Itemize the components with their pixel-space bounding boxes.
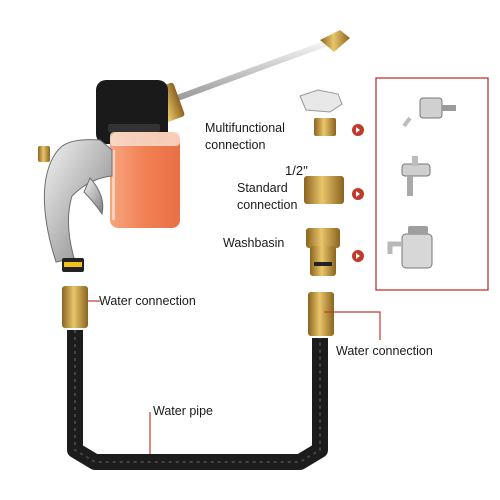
- water-pipe-label: Water pipe: [153, 404, 213, 418]
- water-connection-left-label: Water connection: [99, 294, 196, 308]
- connectors: [299, 89, 344, 276]
- faucet-panel: [375, 77, 489, 291]
- faucet-icon: [402, 97, 456, 128]
- arrow-icon: [352, 250, 364, 262]
- tap-icon: [401, 156, 431, 196]
- pointer-lines: [88, 300, 381, 454]
- multifunctional-connection-label: Multifunctional connection: [205, 121, 285, 152]
- arrow-icon: [352, 188, 364, 200]
- standard-connection-label: Standard connection: [237, 181, 298, 212]
- water-connection-right-label: Water connection: [336, 344, 433, 358]
- arrow-icon: [352, 124, 364, 136]
- basin-mixer-icon: [387, 226, 433, 269]
- washbasin-label: Washbasin: [223, 236, 285, 250]
- standard-size-label: 1/2'': [285, 163, 309, 178]
- garden-hose: [62, 286, 334, 470]
- spray-gun: [38, 30, 350, 272]
